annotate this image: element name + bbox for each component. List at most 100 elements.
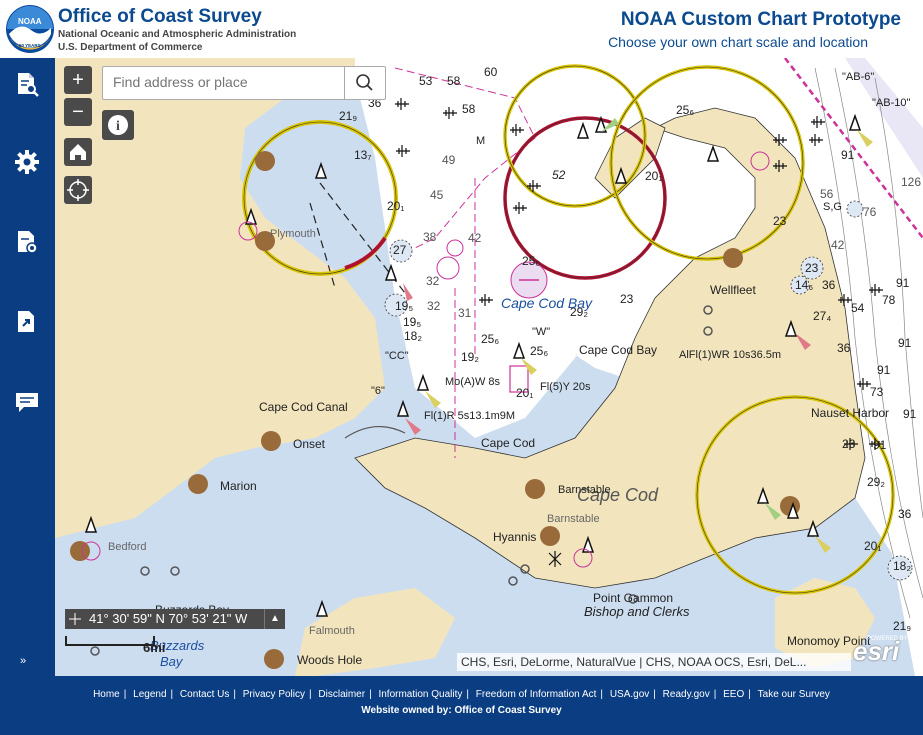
svg-text:Wellfleet: Wellfleet — [710, 283, 756, 297]
document-settings-icon[interactable] — [13, 228, 41, 256]
org-title[interactable]: Office of Coast Survey — [58, 6, 262, 27]
depth-soundings: 60 53 58 58 36 21₉ 13₇ 20₁ 49 45 38 42 2… — [339, 65, 921, 633]
svg-text:19₅: 19₅ — [395, 299, 413, 313]
light-characteristic-labels: AlFl(1)WR 10s36.5m Fl(1)R 5s13.1m9M Mo(A… — [371, 71, 910, 422]
svg-text:32: 32 — [426, 274, 440, 288]
footer-link-usa-gov[interactable]: USA.gov — [609, 689, 650, 700]
svg-text:Barnstable: Barnstable — [547, 513, 600, 525]
svg-text:25₆: 25₆ — [522, 254, 540, 268]
map-view[interactable]: 60 53 58 58 36 21₉ 13₇ 20₁ 49 45 38 42 2… — [55, 58, 923, 676]
svg-text:"AB-6": "AB-6" — [842, 71, 874, 83]
svg-text:25₆: 25₆ — [481, 332, 499, 346]
svg-text:20₁: 20₁ — [387, 199, 404, 213]
document-export-icon[interactable] — [13, 308, 41, 336]
svg-text:91: 91 — [841, 148, 855, 162]
expand-sidebar-button[interactable]: » — [20, 655, 27, 667]
footer-link-disclaimer[interactable]: Disclaimer — [318, 689, 366, 700]
svg-text:Falmouth: Falmouth — [309, 625, 355, 637]
zoom-out-button[interactable]: − — [64, 98, 92, 126]
svg-text:54: 54 — [851, 301, 865, 315]
svg-text:29₂: 29₂ — [570, 305, 588, 319]
info-button[interactable]: i — [102, 110, 134, 140]
svg-text:20₁: 20₁ — [864, 539, 881, 553]
footer-link-contact[interactable]: Contact Us — [179, 689, 230, 700]
svg-text:25₆: 25₆ — [530, 344, 548, 358]
svg-text:Monomoy Point: Monomoy Point — [787, 634, 871, 648]
feedback-icon[interactable] — [13, 388, 41, 416]
svg-text:18₂: 18₂ — [404, 329, 422, 343]
svg-text:Marion: Marion — [220, 479, 257, 493]
home-extent-button[interactable] — [64, 138, 92, 166]
footer-link-privacy[interactable]: Privacy Policy — [242, 689, 306, 700]
home-icon — [70, 144, 86, 160]
app-header: NOAA 50 YEARS Office of Coast Survey Nat… — [0, 0, 923, 58]
svg-text:Cape Cod Canal: Cape Cod Canal — [259, 400, 348, 414]
svg-text:20₁: 20₁ — [645, 169, 662, 183]
document-search-icon[interactable] — [13, 70, 41, 98]
esri-logo[interactable]: esri — [853, 636, 900, 666]
zoom-in-button[interactable]: + — [64, 66, 92, 94]
noaa-logo[interactable]: NOAA 50 YEARS — [5, 4, 55, 54]
lighthouse-symbols — [84, 113, 862, 617]
svg-text:49: 49 — [442, 153, 456, 167]
footer-link-eeo[interactable]: EEO — [723, 689, 745, 700]
footer-link-foia[interactable]: Freedom of Information Act — [475, 689, 597, 700]
svg-text:27₄: 27₄ — [813, 309, 831, 323]
gear-icon[interactable] — [13, 148, 41, 176]
svg-text:20₁: 20₁ — [516, 386, 533, 400]
svg-text:23: 23 — [620, 292, 634, 306]
svg-text:19₅: 19₅ — [403, 315, 421, 329]
svg-text:i: i — [116, 119, 120, 134]
nautical-chart[interactable]: 60 53 58 58 36 21₉ 13₇ 20₁ 49 45 38 42 2… — [55, 58, 923, 676]
footer-link-survey[interactable]: Take our Survey — [757, 689, 830, 700]
logo-badge: 50 YEARS — [19, 43, 41, 48]
svg-text:"6": "6" — [371, 385, 385, 397]
atlantic-deep — [815, 58, 923, 676]
footer-link-info-quality[interactable]: Information Quality — [378, 689, 463, 700]
footer-links: Home| Legend| Contact Us| Privacy Policy… — [93, 689, 830, 700]
map-attribution[interactable]: CHS, Esri, DeLorme, NaturalVue | CHS, NO… — [457, 653, 851, 671]
svg-text:91: 91 — [873, 438, 887, 452]
buzzards-bay-water — [55, 488, 315, 676]
svg-text:21₉: 21₉ — [893, 619, 911, 633]
locate-button[interactable] — [64, 176, 92, 204]
svg-text:Point Gammon: Point Gammon — [593, 591, 673, 605]
svg-text:"AB-10": "AB-10" — [872, 97, 910, 109]
svg-text:91: 91 — [898, 336, 912, 350]
coordinates-toggle-button[interactable]: ▲ — [264, 609, 285, 629]
svg-text:Barnstable: Barnstable — [558, 484, 611, 496]
footer-link-legend[interactable]: Legend — [133, 689, 167, 700]
buoy-circles — [81, 151, 770, 568]
search-button[interactable] — [344, 67, 385, 99]
footer-link-ready-gov[interactable]: Ready.gov — [662, 689, 710, 700]
svg-text:Woods Hole: Woods Hole — [297, 653, 362, 667]
svg-text:76: 76 — [863, 205, 877, 219]
app-subtitle: Choose your own chart scale and location — [608, 34, 868, 50]
svg-text:13₇: 13₇ — [354, 148, 371, 162]
svg-text:"W": "W" — [532, 326, 550, 338]
svg-text:42: 42 — [831, 238, 845, 252]
logo-text: NOAA — [18, 17, 42, 26]
svg-text:14₆: 14₆ — [795, 278, 813, 292]
svg-text:27: 27 — [393, 243, 407, 257]
svg-text:Onset: Onset — [293, 437, 326, 451]
svg-text:Bishop and Clerks: Bishop and Clerks — [584, 604, 690, 619]
svg-text:58: 58 — [462, 102, 476, 116]
footer-link-home[interactable]: Home — [93, 689, 120, 700]
svg-text:Cape Cod: Cape Cod — [481, 436, 535, 450]
svg-text:29₂: 29₂ — [867, 475, 885, 489]
svg-text:42: 42 — [468, 231, 482, 245]
search-box — [102, 66, 386, 100]
svg-text:Fl(5)Y 20s: Fl(5)Y 20s — [540, 381, 591, 393]
svg-text:Nauset Harbor: Nauset Harbor — [811, 406, 889, 420]
svg-text:53: 53 — [419, 74, 433, 88]
label-cape-cod-bay: Cape Cod Bay — [501, 295, 593, 311]
svg-text:Buzzards: Buzzards — [150, 638, 205, 653]
svg-text:91: 91 — [896, 276, 910, 290]
svg-text:25₆: 25₆ — [676, 103, 694, 117]
search-input[interactable] — [103, 67, 351, 97]
svg-text:38: 38 — [423, 230, 437, 244]
svg-text:32: 32 — [427, 299, 441, 313]
light-flares — [403, 118, 873, 553]
footer-owner: Website owned by: Office of Coast Survey — [361, 705, 562, 716]
